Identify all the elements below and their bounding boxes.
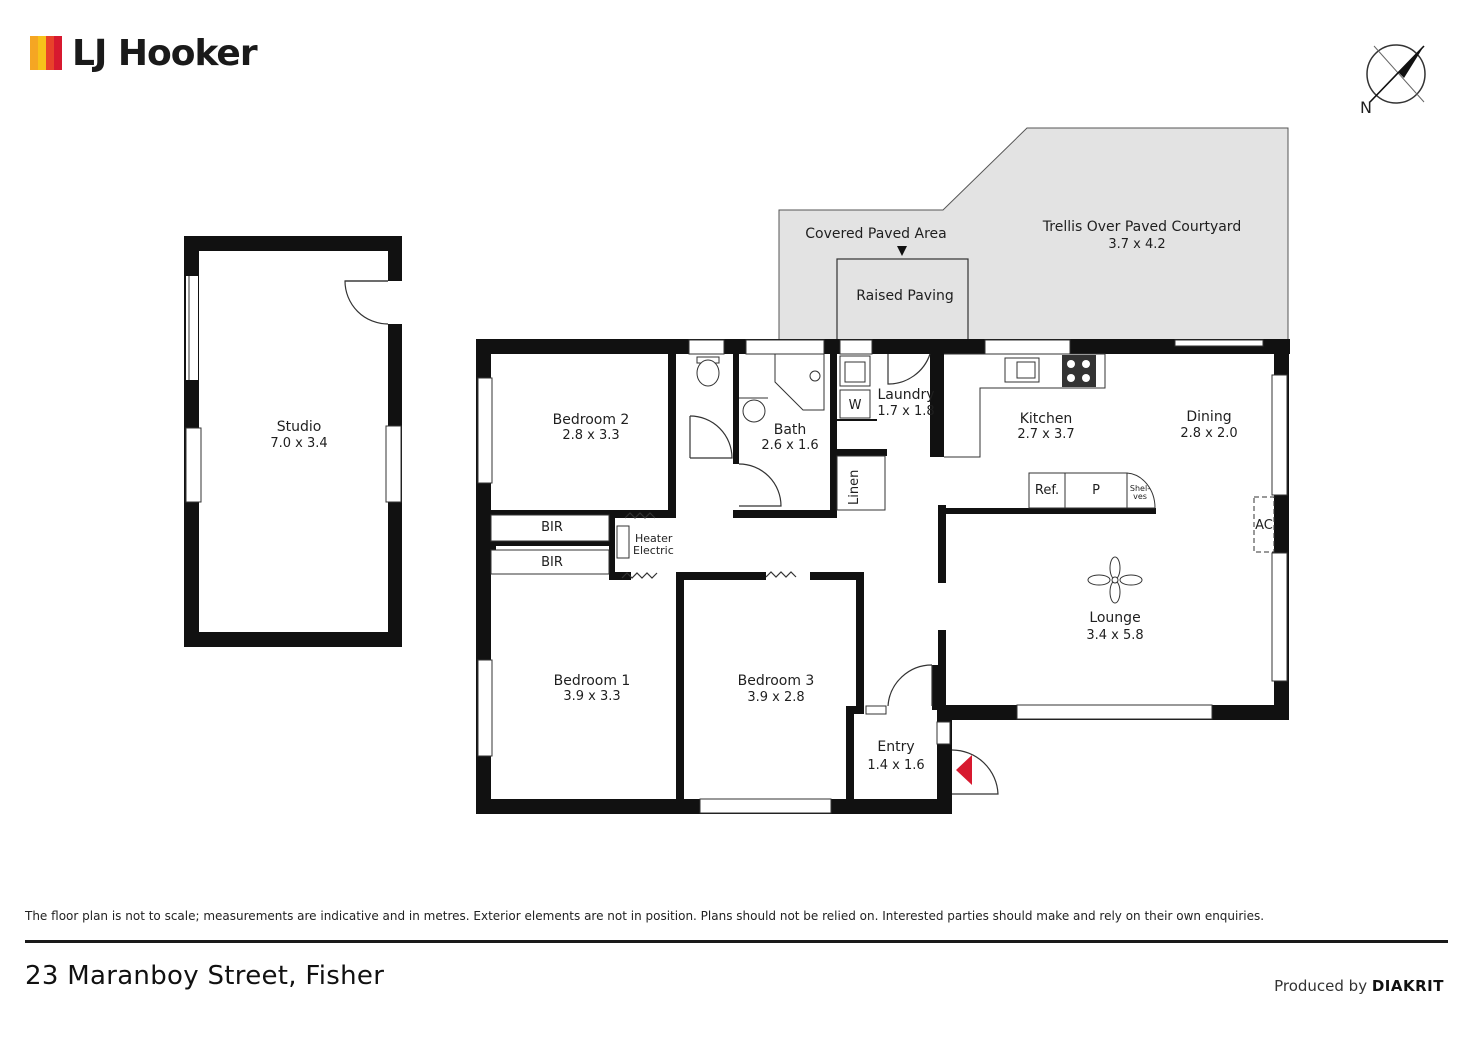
- heater-icon: [616, 525, 630, 559]
- bir-top: [490, 514, 610, 542]
- logo-bar-4: [54, 36, 62, 70]
- bir-bottom-label: BIR: [541, 555, 563, 570]
- windows: [477, 339, 1288, 814]
- produced-by-label: Produced by: [1274, 977, 1368, 995]
- entry-dim: 1.4 x 1.6: [867, 758, 924, 773]
- arrow-down-icon: [897, 246, 907, 256]
- compass-north-label: N: [1360, 98, 1372, 117]
- entry-name: Entry: [877, 739, 914, 755]
- bedroom2-name: Bedroom 2: [553, 412, 630, 428]
- studio-door: [344, 280, 389, 325]
- logo-bar-2: [38, 36, 46, 70]
- cooktop-icon: [1062, 355, 1096, 387]
- shower-icon: [774, 353, 825, 411]
- bedroom1-name: Bedroom 1: [554, 673, 631, 689]
- brand-name: LJ Hooker: [72, 32, 258, 74]
- raised-paving-label: Raised Paving: [856, 288, 953, 304]
- studio-window-right: [385, 425, 402, 503]
- studio: Studio 7.0 x 3.4: [184, 236, 402, 647]
- bedroom3-dim: 3.9 x 2.8: [747, 690, 804, 705]
- kitchen-name: Kitchen: [1020, 411, 1073, 427]
- bedroom1-dim: 3.9 x 3.3: [563, 689, 620, 704]
- ceiling-fan-icon: [1087, 556, 1143, 604]
- lounge-dim: 3.4 x 5.8: [1086, 628, 1143, 643]
- disclaimer-text: The floor plan is not to scale; measurem…: [25, 909, 1265, 923]
- covered-paved-area-label: Covered Paved Area: [805, 226, 946, 242]
- courtyard-name: Trellis Over Paved Courtyard: [1042, 219, 1241, 235]
- basin-icon: [742, 399, 766, 423]
- linen-cupboard: [836, 455, 886, 511]
- footer-divider: [25, 940, 1448, 943]
- fridge-label: Ref.: [1035, 483, 1059, 498]
- studio-dim: 7.0 x 3.4: [270, 436, 327, 451]
- shelves-label-1: Shel-: [1130, 484, 1150, 493]
- washer-icon: [839, 389, 871, 419]
- property-address: 23 Maranboy Street, Fisher: [25, 961, 385, 991]
- outdoor-area: Covered Paved Area Raised Paving Trellis…: [778, 127, 1289, 341]
- washer-label: W: [849, 398, 862, 413]
- heater-label: Heater: [635, 532, 673, 545]
- kitchen-dim: 2.7 x 3.7: [1017, 427, 1074, 442]
- brand-logo: LJ Hooker: [30, 30, 258, 76]
- logo-bar-3: [46, 36, 54, 70]
- dining-dim: 2.8 x 2.0: [1180, 426, 1237, 441]
- studio-name: Studio: [277, 419, 322, 435]
- bath-dim: 2.6 x 1.6: [761, 438, 818, 453]
- laundry-dim: 1.7 x 1.8: [877, 404, 934, 419]
- lounge-name: Lounge: [1089, 610, 1140, 626]
- producer-credit: Produced by DIAKRIT: [1274, 977, 1444, 995]
- linen-label: Linen: [847, 470, 862, 505]
- shelves-label-2: ves: [1133, 492, 1147, 501]
- bedroom3-name: Bedroom 3: [738, 673, 815, 689]
- bath-name: Bath: [774, 422, 807, 438]
- bir-bottom: [490, 549, 610, 575]
- electric-label: Electric: [633, 544, 674, 557]
- doors: [689, 353, 999, 795]
- bir-top-label: BIR: [541, 520, 563, 535]
- dining-name: Dining: [1186, 409, 1231, 425]
- bedroom2-dim: 2.8 x 3.3: [562, 428, 619, 443]
- producer-name: DIAKRIT: [1371, 977, 1444, 995]
- pantry-label: P: [1092, 483, 1100, 498]
- logo-color-bars: [30, 36, 62, 70]
- shelves: [1126, 472, 1156, 509]
- courtyard-dim: 3.7 x 4.2: [1108, 237, 1165, 252]
- fixtures: W Linen BIR BIR Heater Electric Ref. P S…: [490, 353, 1273, 745]
- fridge-space: [1028, 472, 1066, 509]
- room-labels: Bedroom 2 2.8 x 3.3 Bath 2.6 x 1.6 Laund…: [553, 387, 1238, 773]
- ac-label: AC: [1255, 518, 1273, 533]
- laundry-name: Laundry: [877, 387, 934, 403]
- pantry: [1064, 472, 1128, 509]
- compass-icon: N: [1360, 44, 1426, 117]
- studio-window-left: [185, 427, 202, 503]
- logo-bar-1: [30, 36, 38, 70]
- entry-marker-icon: [956, 755, 972, 785]
